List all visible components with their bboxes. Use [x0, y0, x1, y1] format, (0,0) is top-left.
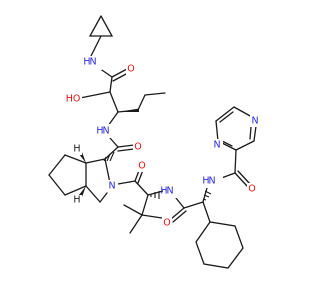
atom-h-bottom: H: [72, 195, 82, 206]
atom-nh-amide4-label: N: [208, 176, 215, 187]
bond-pyrazine-2: [215, 120, 219, 142]
atom-o-amide1: O: [126, 63, 136, 75]
bond-pyrazine-5: [253, 125, 257, 142]
atom-n-pyrazine-2: N: [212, 139, 223, 151]
bond-cyclopentane-4: [64, 185, 87, 196]
bond-n-to-carbonyl3: [117, 180, 136, 185]
bond-cyclopentane-2: [48, 154, 66, 176]
bond-pyrazine-5b: [249, 126, 252, 140]
atom-h-bottom-label: H: [73, 195, 80, 206]
atom-o-amide2: O: [133, 141, 143, 153]
bond-propyl-3: [144, 92, 166, 96]
bond-cyclohexyl-ring: [195, 221, 244, 269]
bond-carbonyl4-double-a: [170, 207, 185, 220]
bond-carbonyl2-to-ring: [104, 146, 119, 160]
bond-carbonyl5-double-a: [234, 172, 248, 187]
bond-tbu-methyl-3: [123, 204, 143, 216]
bond-choh-to-chain: [109, 91, 119, 113]
bond-propyl-2: [137, 94, 146, 111]
atom-h-top-label: H: [73, 144, 80, 155]
bond-ring-cjb-to-ch2: [85, 185, 101, 203]
atom-o-amide1-label: O: [127, 64, 134, 75]
hash-ring-stereocenter: [103, 151, 115, 162]
bond-carbonyl5-double-b: [237, 170, 251, 185]
bond-carbonyl-double-b: [112, 72, 129, 82]
bond-pyrazine-3: [215, 106, 235, 122]
atom-n-pyrazine-1: N: [250, 115, 261, 127]
atom-o-amide4-label: O: [163, 218, 170, 229]
atom-nh-amide3-label: N: [166, 186, 173, 197]
atom-hydroxy: HO: [64, 92, 82, 105]
bond-pyrazine-6: [235, 140, 255, 151]
bond-pyrazine-4: [233, 106, 253, 118]
wedge-chain-stereocenter: [118, 108, 139, 112]
bond-carbonyl2-double-a: [117, 144, 135, 148]
atom-o-amide5-label: O: [248, 184, 255, 195]
bond-carbonyl4-to-alpha2: [183, 201, 204, 209]
bond-tbu-methyl-1: [129, 214, 143, 234]
atom-n-pyrazine-2-label: N: [213, 140, 220, 151]
atom-o-amide3: O: [137, 160, 147, 172]
atom-n-pyrazine-1-label: N: [251, 116, 258, 127]
atom-nh-amide3: N H: [160, 184, 181, 198]
bond-cyclopropyl: [88, 15, 114, 37]
atom-n-ring: N: [107, 180, 118, 192]
bond-cyclopropyl-to-nh: [89, 35, 102, 59]
atom-nh-amide2: N H: [96, 124, 116, 138]
atom-labels: N H O HO N H O O N N H: [64, 56, 261, 229]
atom-nh-amide2-label: N: [102, 126, 109, 137]
atom-nh-cyclopropyl-label-hydrogen: H: [83, 57, 90, 68]
atom-nh-amide4: N H: [202, 174, 223, 188]
bond-chain-to-nh: [107, 111, 119, 127]
atom-nh-amide2-label-hydrogen: H: [96, 126, 103, 137]
bond-choh-to-oh: [79, 91, 111, 99]
atom-o-amide2-label: O: [134, 142, 141, 153]
bond-nh-to-carbonyl4: [175, 197, 185, 209]
bond-carbonyl5-to-pyrazine: [234, 149, 237, 174]
atom-nh-cyclopropyl: N H: [83, 56, 102, 70]
bond-carbonyl3-to-alpha: [134, 180, 149, 196]
bond-nh-to-carbonyl2: [109, 137, 119, 148]
bond-tbu-methyl-2: [141, 214, 163, 219]
hash-alpha2-stereocenter: [202, 190, 212, 201]
bond-pyrazine-3b: [219, 111, 234, 123]
atom-hydroxy-label: HO: [66, 94, 81, 105]
bond-carbonyl3-double-b: [137, 169, 144, 184]
bond-carbonyl4-double-b: [172, 210, 187, 223]
molecule-structure: N H O HO N H O O N N H: [48, 15, 261, 269]
atom-o-amide3-label: O: [138, 161, 145, 172]
bond-carbonyl2-double-b: [117, 148, 135, 152]
bond-carbonyl-double-a: [111, 68, 128, 78]
atom-nh-cyclopropyl-label: N: [89, 57, 96, 68]
bond-alpha-to-quaternary: [141, 194, 149, 216]
bond-ring-c1-to-cja: [85, 158, 106, 164]
stereo-layer: [79, 108, 212, 201]
bond-cyclopentane-1: [64, 154, 87, 164]
bond-alpha2-to-cyclohexyl: [202, 201, 211, 223]
atom-o-amide5: O: [247, 183, 257, 195]
wedge-h-bottom: [79, 186, 86, 197]
bond-cyclopentane-3: [48, 174, 66, 196]
atom-nh-amide4-label-hydrogen: H: [202, 176, 209, 187]
bond-layer: [48, 15, 257, 269]
atom-nh-amide3-label-hydrogen: H: [160, 186, 167, 197]
bond-ring-ch2-to-n: [99, 192, 108, 203]
atom-h-top: H: [72, 144, 82, 155]
hash-alpha-stereocenter: [150, 191, 160, 199]
bond-carbonyl-to-choh: [109, 76, 113, 93]
atom-n-ring-label: N: [108, 181, 115, 192]
atom-o-amide4: O: [162, 217, 172, 229]
